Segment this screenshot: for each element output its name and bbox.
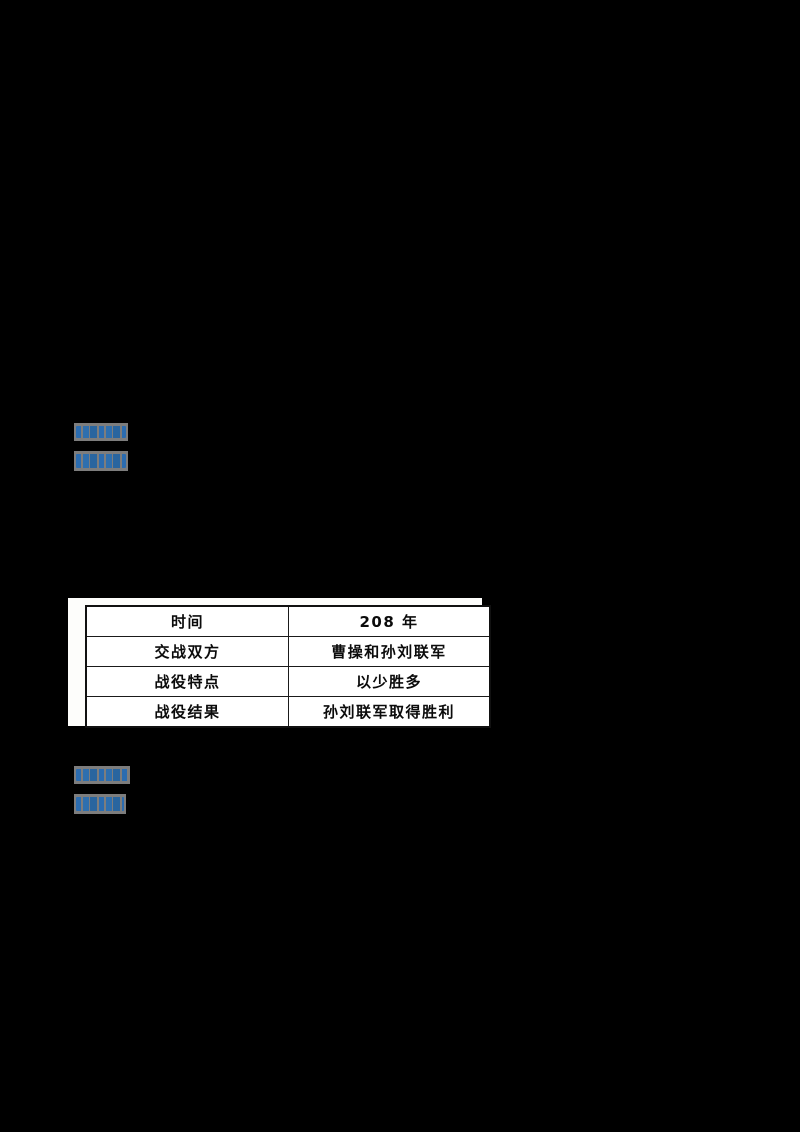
redacted-text-line-3 bbox=[74, 766, 130, 784]
table-cell-label: 交战双方 bbox=[85, 636, 289, 667]
table-row: 战役结果 孙刘联军取得胜利 bbox=[85, 696, 491, 728]
table-cell-label: 时间 bbox=[85, 605, 289, 637]
table-cell-value: 208 年 bbox=[288, 605, 491, 637]
redacted-text-line-1 bbox=[74, 423, 128, 441]
redacted-text-line-2 bbox=[74, 451, 128, 471]
table-row: 战役特点 以少胜多 bbox=[85, 666, 491, 697]
highlighted-ink bbox=[76, 796, 124, 812]
table-cell-value: 曹操和孙刘联军 bbox=[288, 636, 491, 667]
redacted-text-line-4 bbox=[74, 794, 126, 814]
table-row: 交战双方 曹操和孙刘联军 bbox=[85, 636, 491, 667]
highlighted-ink bbox=[76, 425, 126, 439]
battle-summary-table: 时间 208 年 交战双方 曹操和孙刘联军 战役特点 以少胜多 战役结果 孙刘联… bbox=[85, 605, 491, 728]
highlighted-ink bbox=[76, 768, 128, 782]
table-row: 时间 208 年 bbox=[85, 605, 491, 637]
table-cell-value: 孙刘联军取得胜利 bbox=[288, 696, 491, 728]
highlighted-ink bbox=[76, 453, 126, 469]
table-cell-label: 战役结果 bbox=[85, 696, 289, 728]
table-cell-label: 战役特点 bbox=[85, 666, 289, 697]
table-cell-value: 以少胜多 bbox=[288, 666, 491, 697]
